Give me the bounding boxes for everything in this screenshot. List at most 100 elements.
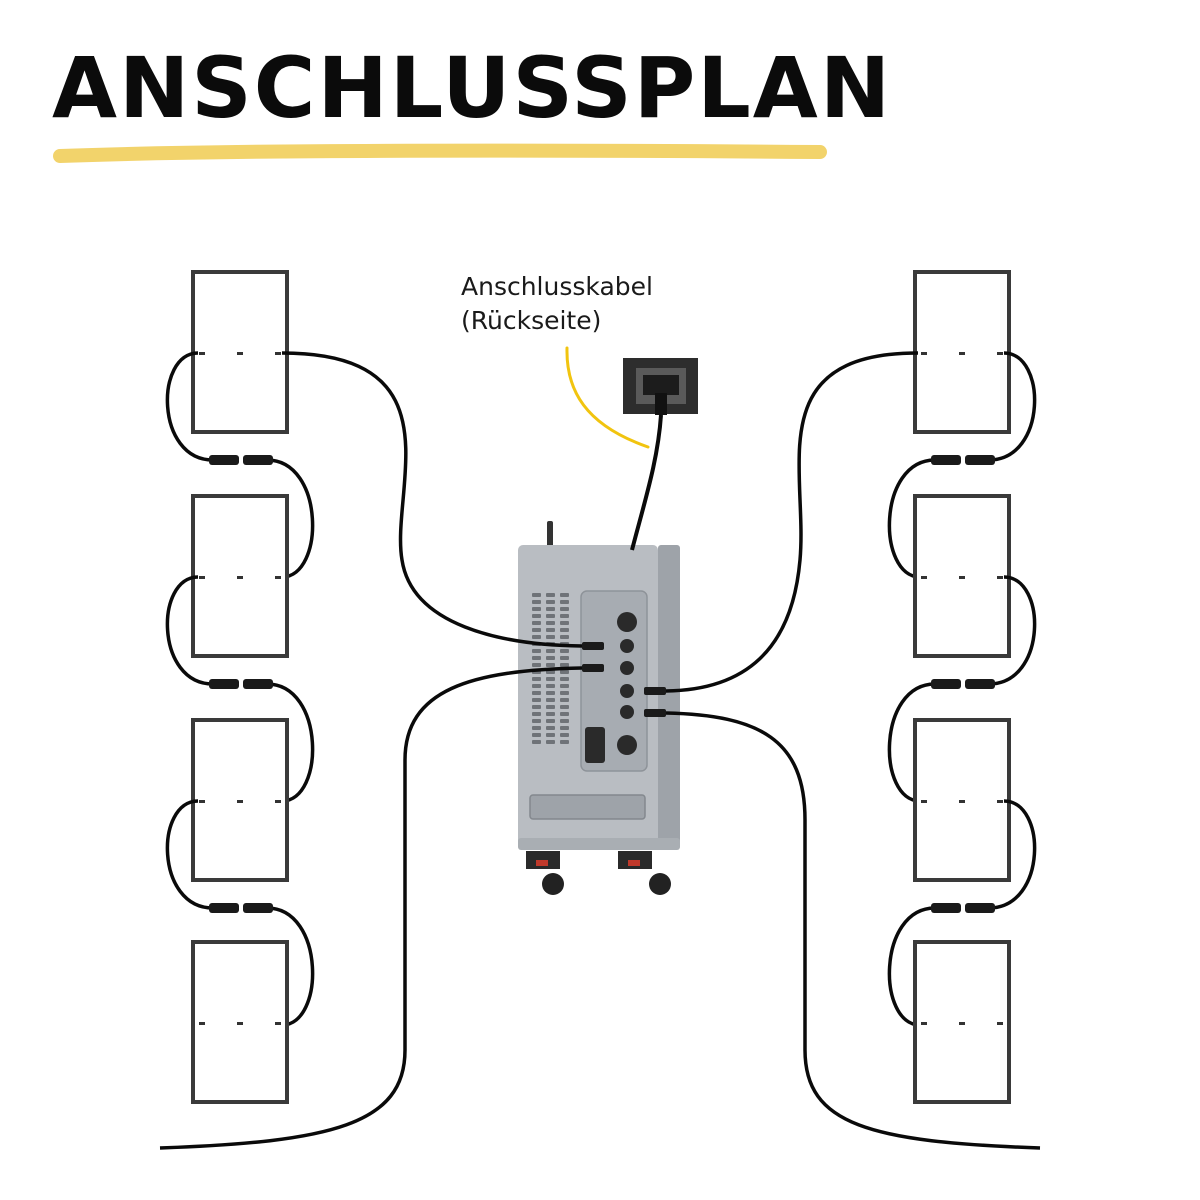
cable-annotation: Anschlusskabel (Rückseite) [461,270,653,338]
right-panel-string [887,270,1037,1104]
vent-slot [560,656,569,660]
vent-slot [532,740,541,744]
vent-slot [532,621,541,625]
vent-slot [560,635,569,639]
mc4-connector-icon [931,903,961,913]
vent-slot [546,593,555,597]
mc4-connector-icon [582,664,604,672]
vent-slot [560,600,569,604]
mc4-connector-icon [965,679,995,689]
vent-slot [560,670,569,674]
panel-link-cable [988,799,1037,910]
vent-slot [560,684,569,688]
vent-slot [546,705,555,709]
mc4-connector-icon [931,455,961,465]
solar-panel-icon [913,494,1011,658]
wall-outlet-icon [623,358,698,415]
vent-slot [560,726,569,730]
mc4-connector-icon [243,679,273,689]
mc4-connector-icon [644,709,666,717]
panel-link-cable [887,906,936,1027]
vent-slot [546,733,555,737]
vent-slot [560,705,569,709]
mc4-connector-icon [931,679,961,689]
vent-slot [546,600,555,604]
mc4-connector-icon [582,642,604,650]
vent-slot [546,684,555,688]
storage-unit-icon [518,521,680,895]
panel-link-cable [266,682,315,803]
left-string-positive-cable [281,351,583,648]
vent-slot [532,705,541,709]
solar-panel-icon [191,940,289,1104]
vent-slot [532,677,541,681]
grid-cable [630,414,663,551]
vent-slot [560,593,569,597]
vent-slot [532,691,541,695]
vent-slot [560,621,569,625]
vent-slot [532,607,541,611]
vent-slot [560,740,569,744]
vent-slot [560,698,569,702]
annotation-leader-line [565,346,650,449]
vent-slot [546,698,555,702]
vent-slot [560,677,569,681]
vent-slot [560,614,569,618]
vent-slot [546,719,555,723]
vent-slot [532,719,541,723]
panel-link-cable [988,351,1037,462]
vent-slot [560,691,569,695]
solar-panel-icon [191,718,289,882]
panel-link-cable [165,351,214,462]
mc4-connector-icon [209,679,239,689]
right-string-positive-cable [665,351,919,693]
vent-slot [532,635,541,639]
storage-handle [529,794,646,820]
solar-panel-icon [913,940,1011,1104]
panel-link-cable [988,575,1037,686]
vent-slot [546,726,555,730]
solar-panel-icon [191,494,289,658]
vent-slot [532,684,541,688]
panel-link-cable [887,682,936,803]
panel-link-cable [165,575,214,686]
vent-slot [532,593,541,597]
panel-link-cable [887,458,936,579]
vent-slot [532,649,541,653]
vent-slot [532,656,541,660]
title-underline [53,143,827,163]
right-string-negative-cable [665,711,1041,1150]
vent-slot [532,614,541,618]
panel-link-cable [165,799,214,910]
left-panel-string [165,270,315,1104]
mc4-connector-icon [209,455,239,465]
wheel-icon [618,851,671,895]
vent-slot [546,691,555,695]
mc4-connector-icon [209,903,239,913]
solar-panel-icon [913,718,1011,882]
vent-slot [546,628,555,632]
mc4-connector-icon [965,903,995,913]
vent-slot [546,614,555,618]
vent-slot [532,628,541,632]
vent-slot [532,712,541,716]
vent-slot [560,712,569,716]
solar-panel-icon [913,270,1011,434]
vent-slot [532,698,541,702]
vent-slot [532,726,541,730]
solar-panel-icon [191,270,289,434]
left-string-negative-cable [159,666,583,1150]
vent-slot [560,607,569,611]
annotation-line-1: Anschlusskabel [461,272,653,301]
vent-slot [532,600,541,604]
vent-slot [546,607,555,611]
panel-link-cable [266,458,315,579]
mc4-connector-icon [965,455,995,465]
vent-slot [532,663,541,667]
mc4-connector-icon [243,903,273,913]
vent-slot [546,740,555,744]
page-title: ANSCHLUSSPLAN [52,39,893,137]
mc4-connector-icon [644,687,666,695]
vent-slot [532,733,541,737]
